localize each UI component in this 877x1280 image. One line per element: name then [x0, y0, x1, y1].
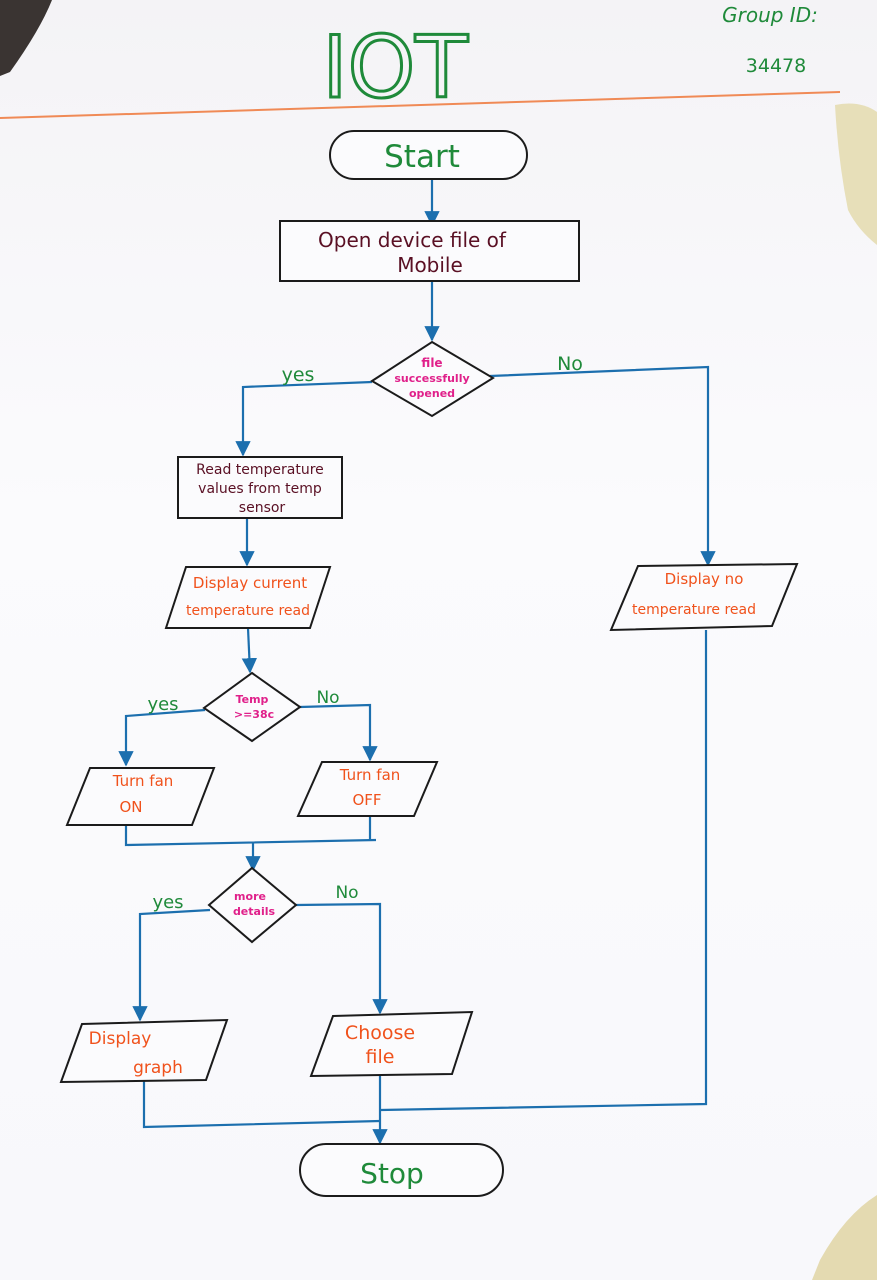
fan-off-line-2: OFF — [352, 791, 381, 809]
choose-file-line-1: Choose — [345, 1022, 415, 1044]
yes-label-1: yes — [282, 364, 315, 386]
more-details-decision — [207, 866, 298, 944]
fan-on-line-2: ON — [119, 798, 142, 816]
start-label: Start — [384, 139, 460, 175]
start-terminal — [329, 130, 528, 180]
open-file-line-2: Mobile — [397, 253, 463, 277]
fan-off-line-1: Turn fan — [339, 766, 401, 784]
photo-corner-shadow — [0, 0, 52, 76]
tape-strip-bottom — [812, 1195, 877, 1280]
page-title: IOT — [322, 18, 468, 118]
arrow-more-no — [295, 902, 388, 1015]
open-file-process — [279, 220, 580, 282]
connectors — [118, 180, 716, 1145]
read-temp-line-1: Read temperature — [196, 462, 324, 478]
display-no-line-2: temperature read — [632, 602, 756, 618]
yes-label-2: yes — [147, 694, 178, 715]
arrow-temp-yes — [118, 708, 206, 767]
yes-label-3: yes — [152, 892, 183, 913]
tape-strip-top — [835, 103, 877, 245]
fan-on-io — [65, 767, 216, 826]
fan-merge-line — [124, 825, 377, 847]
display-current-line-1: Display current — [193, 574, 307, 592]
display-graph-line-2: graph — [133, 1058, 183, 1078]
temp-decision-line-2: >=38c — [234, 708, 274, 721]
open-file-line-1: Open device file of — [318, 228, 507, 252]
header-rule — [0, 91, 841, 119]
display-current-line-2: temperature read — [186, 603, 310, 619]
no-path-return — [379, 630, 708, 1112]
more-decision-line-2: details — [233, 905, 276, 918]
fan-off-io — [296, 761, 439, 817]
file-decision-line-2: successfully — [394, 372, 469, 385]
choose-file-line-2: file — [366, 1046, 395, 1068]
fan-on-line-1: Turn fan — [112, 772, 174, 790]
no-label-2: No — [316, 688, 339, 708]
group-id-label: Group ID: — [722, 3, 818, 27]
arrow-more-yes — [132, 908, 211, 1022]
read-temp-process — [177, 456, 343, 519]
display-graph-io — [59, 1018, 229, 1084]
no-label-1: No — [557, 353, 583, 375]
arrow-no-to-display-no — [489, 365, 716, 567]
display-graph-line-1: Display — [89, 1029, 152, 1049]
graph-merge-line — [142, 1080, 381, 1129]
arrow-display-to-temp — [241, 627, 258, 674]
more-decision-line-1: more — [234, 890, 266, 903]
file-decision-line-1: file — [421, 356, 442, 370]
group-id-value: 34478 — [746, 55, 806, 77]
temp-decision-line-1: Temp — [236, 693, 269, 706]
file-decision-line-3: opened — [409, 387, 455, 400]
read-temp-line-2: values from temp — [198, 481, 322, 497]
choose-file-io — [309, 1010, 474, 1078]
display-current-io — [164, 566, 332, 629]
display-no-temp-io — [609, 562, 799, 632]
file-opened-decision — [370, 340, 495, 418]
display-no-line-1: Display no — [665, 570, 744, 588]
arrow-yes-to-read — [235, 380, 373, 457]
temp-threshold-decision — [202, 671, 302, 743]
read-temp-line-3: sensor — [239, 500, 286, 516]
no-label-3: No — [335, 883, 358, 903]
arrow-temp-no — [299, 703, 378, 762]
stop-terminal — [299, 1143, 504, 1197]
stop-label: Stop — [360, 1157, 424, 1190]
